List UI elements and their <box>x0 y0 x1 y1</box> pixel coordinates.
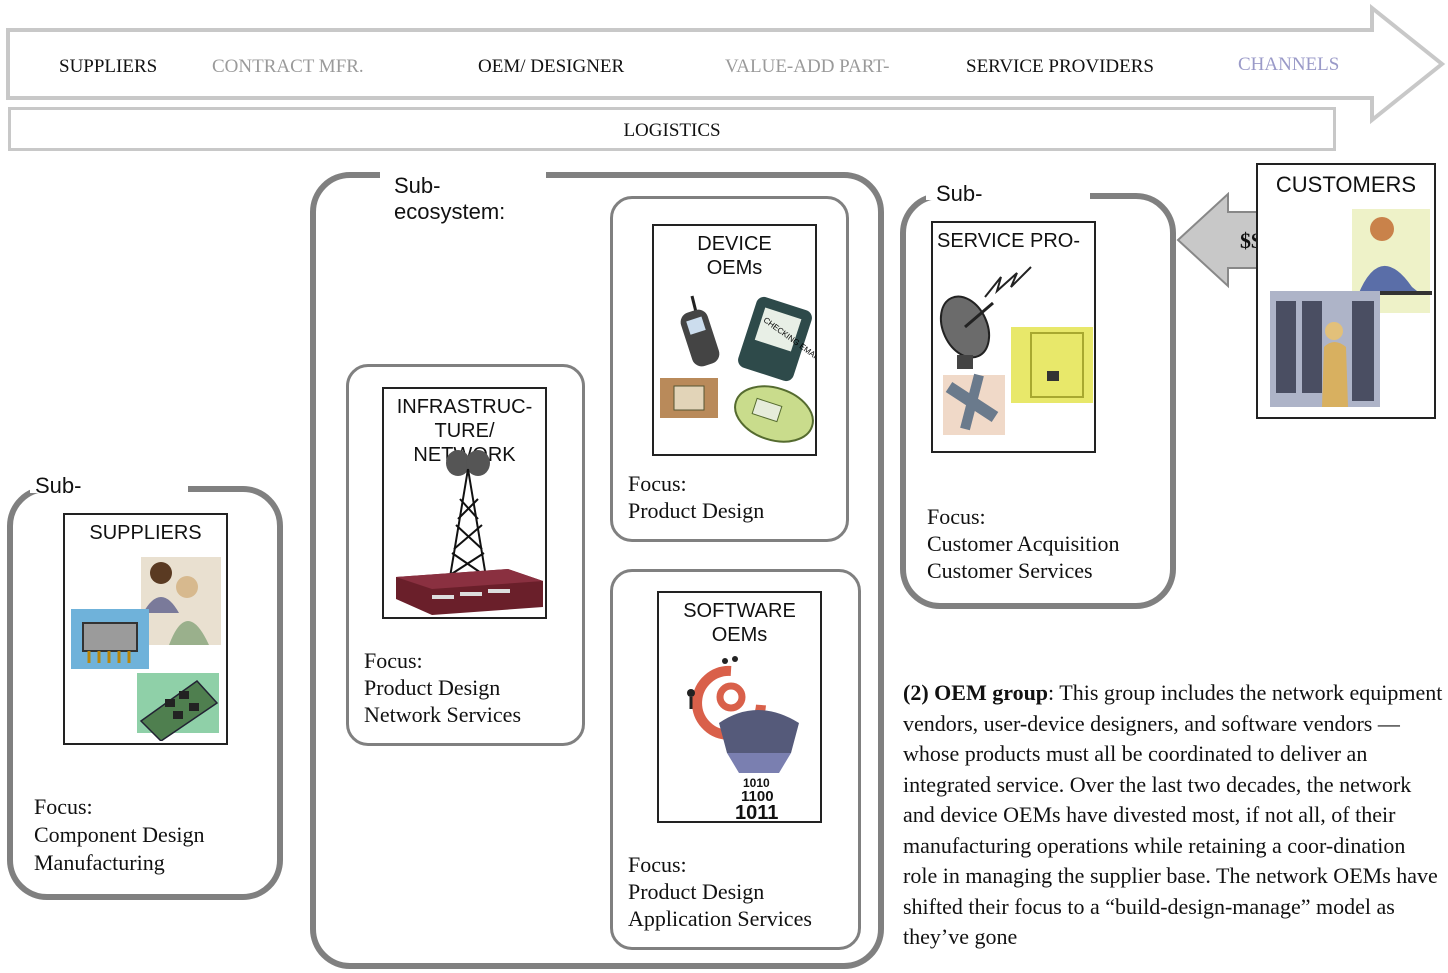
infrastructure-card-title: TURE/ <box>434 420 495 442</box>
binary-line: 1011 <box>735 802 778 821</box>
chain-stage-suppliers: SUPPLIERS <box>59 56 158 77</box>
service-provider-card: SERVICE PRO- <box>931 221 1096 453</box>
description-lead: (2) OEM group <box>903 680 1049 705</box>
infrastructure-card-title: INFRASTRUC- <box>396 396 533 418</box>
device-oem-box <box>610 196 849 542</box>
chain-stage-value-add: VALUE-ADD PART- <box>725 56 890 77</box>
cell-tower-icon <box>396 450 543 615</box>
service-group-title: Sub- <box>936 181 983 206</box>
suppliers-focus-item: Component Design <box>34 822 205 847</box>
infrastructure-focus-item: Network Services <box>364 702 522 727</box>
device-oem-card-title: OEMs <box>706 257 763 279</box>
software-oem-card-title: OEMs <box>711 624 768 646</box>
software-focus-item: Application Services <box>628 906 812 931</box>
software-oem-card-title: SOFTWARE <box>683 600 796 622</box>
service-focus-label: Focus: <box>927 504 986 529</box>
infrastructure-focus-item: Product Design <box>364 675 501 700</box>
suppliers-card: SUPPLIERS <box>63 513 228 745</box>
service-provider-card-title: SERVICE PRO- <box>937 230 1080 252</box>
customers-clipart-icon <box>1270 209 1432 407</box>
suppliers-card-title: SUPPLIERS <box>89 522 202 544</box>
frame-gap <box>380 169 546 179</box>
frame-gap <box>30 483 188 493</box>
customers-card: CUSTOMERS <box>1256 163 1436 419</box>
service-focus-item: Customer Acquisition <box>927 531 1120 556</box>
software-oem-box <box>610 569 861 950</box>
chain-stage-channels: CHANNELS <box>1238 54 1340 75</box>
chain-stage-oem-designer: OEM/ DESIGNER <box>478 56 625 77</box>
service-focus-item: Customer Services <box>927 558 1093 583</box>
infrastructure-box <box>346 364 585 746</box>
suppliers-group-title: Sub- <box>35 473 82 498</box>
value-chain-arrow <box>6 3 1446 125</box>
infrastructure-card: INFRASTRUC- TURE/ NETWORK <box>382 387 547 619</box>
chain-stage-service-providers: SERVICE PROVIDERS <box>966 56 1154 77</box>
binary-line: 1010 <box>743 776 770 790</box>
oem-group-description: (2) OEM group: This group includes the n… <box>903 678 1443 953</box>
frame-gap <box>926 190 1090 200</box>
software-oem-card: SOFTWARE OEMs 1010 1100 1011 <box>657 591 822 823</box>
software-focus-item: Product Design <box>628 879 765 904</box>
device-oem-card: DEVICE OEMs CHECKING EMAIL... <box>652 224 817 456</box>
binary-line: 1100 <box>741 788 774 805</box>
suppliers-clipart-icon <box>71 557 221 741</box>
suppliers-focus-label: Focus: <box>34 794 93 819</box>
logistics-label: LOGISTICS <box>623 120 721 141</box>
software-focus-label: Focus: <box>628 852 687 877</box>
infrastructure-focus-label: Focus: <box>364 648 423 673</box>
description-text: : This group includes the network equipm… <box>903 680 1443 949</box>
logistics-bar <box>8 107 1336 151</box>
device-focus-label: Focus: <box>628 471 687 496</box>
chain-stage-contract-mfr: CONTRACT MFR. <box>212 56 364 77</box>
customers-title: CUSTOMERS <box>1275 172 1417 197</box>
device-focus-item: Product Design <box>628 498 765 523</box>
oem-group-frame <box>310 172 884 969</box>
suppliers-focus-item: Manufacturing <box>34 850 165 875</box>
devices-clipart-icon: CHECKING EMAIL... <box>660 295 816 443</box>
oem-group-title-line1: Sub- <box>394 173 441 198</box>
satellite-dish-icon <box>939 266 1093 435</box>
software-clipart-icon: 1010 1100 1011 <box>687 656 799 821</box>
oem-group-title-line2: ecosystem: <box>394 199 506 224</box>
device-oem-card-title: DEVICE <box>697 233 772 255</box>
